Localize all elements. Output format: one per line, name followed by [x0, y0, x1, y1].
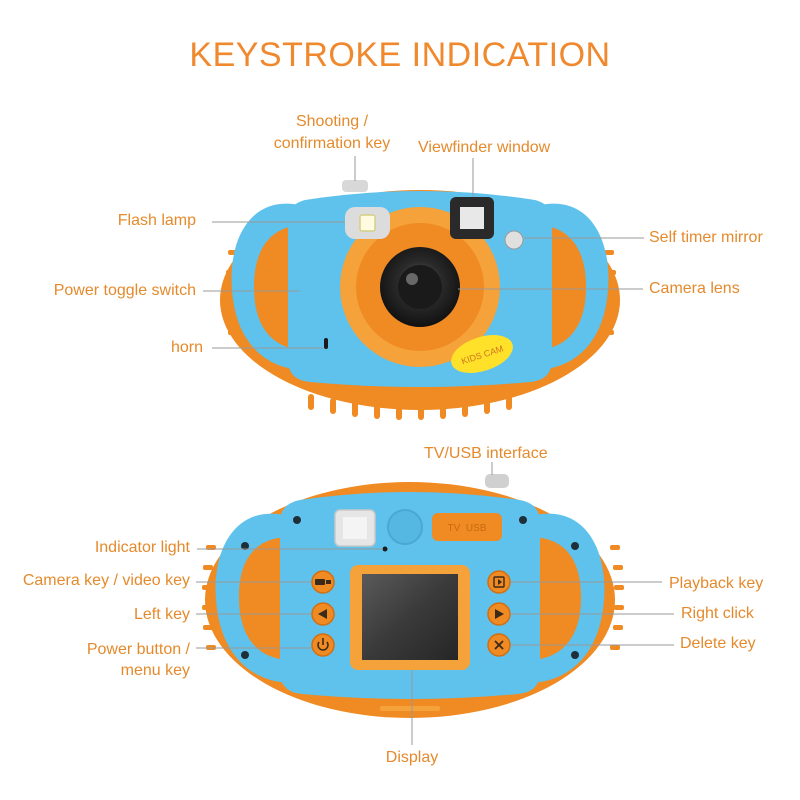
indicator-light [382, 546, 388, 552]
label-delete-key: Delete key [680, 635, 756, 652]
label-shooting-line1: Shooting / [295, 113, 369, 130]
label-self-timer: Self timer mirror [649, 229, 763, 246]
right-buttons [487, 570, 511, 657]
label-camera-video-key: Camera key / video key [22, 572, 190, 589]
back-round-mold [387, 509, 423, 545]
label-shooting-key: Shooting / confirmation key [262, 112, 402, 154]
back-camera: TV USB [202, 474, 624, 718]
horn-slot [324, 338, 328, 349]
self-timer-mirror [504, 230, 524, 250]
triangle-left-icon [318, 609, 327, 619]
label-playback-key: Playback key [669, 575, 764, 592]
tv-usb-cover [432, 513, 502, 541]
page-title: KEYSTROKE INDICATION [189, 36, 611, 74]
label-right-click: Right click [681, 605, 754, 622]
label-power-line2: menu key [120, 662, 190, 679]
label-tv-usb: TV/USB interface [424, 445, 548, 462]
label-power-button: Power button / menu key [40, 640, 190, 681]
back-shutter-key [485, 474, 509, 488]
cover-text: TV USB [448, 523, 487, 534]
left-buttons [311, 570, 335, 657]
leader-lines [196, 156, 674, 745]
label-horn: horn [170, 339, 203, 356]
label-display: Display [385, 749, 439, 766]
camera-video-icon [315, 579, 325, 585]
label-shooting-line2: confirmation key [273, 135, 391, 152]
label-camera-lens: Camera lens [649, 280, 740, 297]
label-viewfinder: Viewfinder window [418, 139, 551, 156]
x-icon [494, 640, 504, 650]
playback-icon [493, 576, 505, 588]
shutter-key [342, 180, 368, 192]
triangle-right-icon [495, 609, 504, 619]
label-power-toggle: Power toggle switch [53, 282, 196, 299]
power-icon [317, 641, 329, 651]
display-screen [362, 574, 458, 660]
front-right-handle [528, 203, 609, 371]
back-bottom-grip [380, 706, 440, 711]
label-power-line1: Power button / [86, 641, 190, 658]
label-flash-lamp: Flash lamp [117, 212, 196, 229]
front-camera: KIDS CAM [220, 180, 620, 420]
label-left-key: Left key [133, 606, 190, 623]
back-right-handle [522, 513, 605, 684]
label-indicator: Indicator light [94, 539, 190, 556]
back-left-handle [215, 513, 298, 684]
back-screws [241, 516, 579, 659]
front-left-handle [231, 203, 312, 371]
kids-cam-badge [451, 335, 513, 373]
